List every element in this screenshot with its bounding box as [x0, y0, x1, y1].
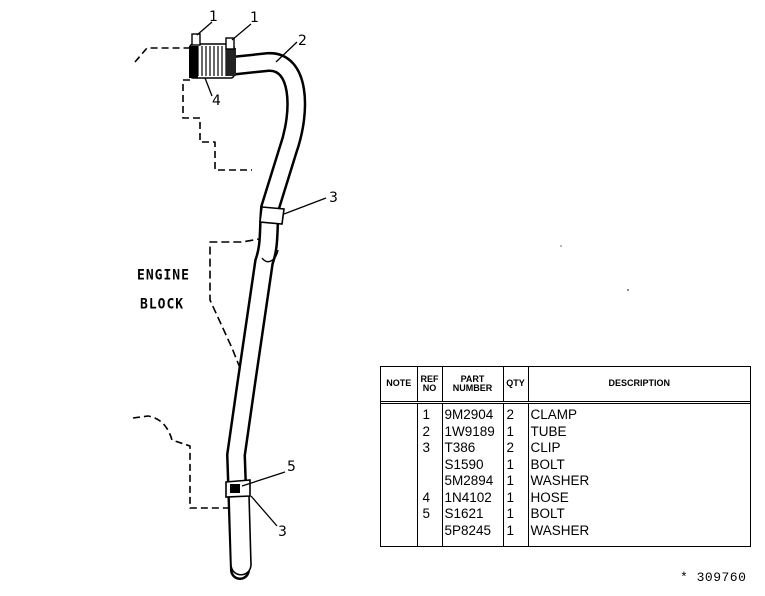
- callout-1-right: 1: [250, 10, 259, 26]
- cell-part: 9M2904: [444, 407, 494, 422]
- col-header-description: DESCRIPTION: [528, 367, 750, 404]
- callout-5: 5: [287, 459, 296, 475]
- figure-serial-number: * 309760: [680, 570, 747, 585]
- hose-assembly: [189, 43, 236, 79]
- col-header-note: NOTE: [381, 367, 418, 404]
- cell-part: 1N4102: [444, 489, 492, 505]
- cell-note: [383, 424, 417, 441]
- upper-dashed-bracket: [182, 79, 252, 171]
- cell-qty: 1: [506, 522, 515, 538]
- cell-ref: 5: [422, 506, 431, 521]
- clip-band-upper: [259, 206, 285, 225]
- cell-part: 5P8245: [444, 522, 492, 538]
- cell-qty: 2: [506, 407, 515, 422]
- cell-part: 5M2894: [444, 473, 494, 488]
- cell-desc: WASHER: [530, 473, 590, 488]
- cell-qty: 1: [506, 423, 515, 439]
- cell-qty: 1: [506, 489, 515, 505]
- parts-list-table: NOTE REF NO PART NUMBER QTY DESCRIPTION …: [380, 366, 751, 547]
- leader-2: [275, 41, 298, 63]
- cell-desc: BOLT: [530, 506, 565, 521]
- cell-note: [383, 473, 417, 490]
- cell-ref: 2: [422, 423, 431, 439]
- hose-end: [228, 494, 252, 576]
- cell-desc: CLIP: [530, 440, 561, 455]
- cell-note: [383, 523, 417, 540]
- cell-desc: CLAMP: [530, 407, 578, 422]
- upper-dashed-outline: [134, 47, 190, 63]
- cell-part: 1W9189: [444, 423, 495, 439]
- cell-desc: HOSE: [530, 489, 569, 505]
- cell-qty: 1: [506, 456, 515, 472]
- cell-note: [383, 457, 417, 474]
- bolt-head: [230, 484, 240, 493]
- cell-ref: 4: [422, 489, 431, 505]
- tube: [220, 52, 307, 580]
- cell-desc: TUBE: [530, 423, 567, 439]
- col-header-part-number: PART NUMBER: [442, 367, 504, 404]
- leader-1b: [231, 23, 252, 41]
- cell-qty: 1: [506, 506, 515, 521]
- cell-ref: [423, 523, 442, 540]
- cell-desc: WASHER: [530, 522, 590, 538]
- cell-qty: 1: [506, 473, 515, 488]
- lower-dashed-outline: [132, 415, 228, 509]
- leader-1a: [196, 21, 213, 36]
- cell-ref: 1: [422, 407, 431, 422]
- cell-ref: 3: [422, 440, 431, 455]
- leader-5: [241, 471, 286, 487]
- note-column: [381, 402, 418, 546]
- cell-qty: 2: [506, 440, 515, 455]
- block-label: BLOCK: [140, 296, 185, 313]
- cell-part: T386: [444, 440, 476, 455]
- table-header-row: NOTE REF NO PART NUMBER QTY DESCRIPTION: [381, 367, 750, 404]
- callout-2: 2: [298, 33, 307, 49]
- col-header-ref-no: REF NO: [417, 367, 443, 404]
- col-header-qty: QTY: [503, 367, 529, 404]
- cell-part: S1621: [444, 506, 484, 521]
- callout-3-lower: 3: [278, 524, 287, 540]
- cell-ref: [423, 473, 442, 490]
- engine-label: ENGINE: [137, 267, 190, 284]
- callout-3-upper: 3: [329, 190, 338, 206]
- cell-part: S1590: [444, 456, 484, 472]
- callout-4: 4: [212, 93, 221, 109]
- cell-note: [383, 407, 417, 424]
- cell-note: [383, 506, 417, 523]
- cell-ref: [423, 457, 442, 474]
- callout-1-left: 1: [209, 9, 218, 25]
- cell-note: [383, 490, 417, 507]
- cell-note: [383, 440, 417, 457]
- cell-desc: BOLT: [530, 456, 565, 472]
- leader-4: [204, 77, 213, 97]
- leader-3-upper: [283, 197, 327, 215]
- leader-3-lower: [250, 495, 278, 527]
- clamp-screws: [191, 33, 235, 50]
